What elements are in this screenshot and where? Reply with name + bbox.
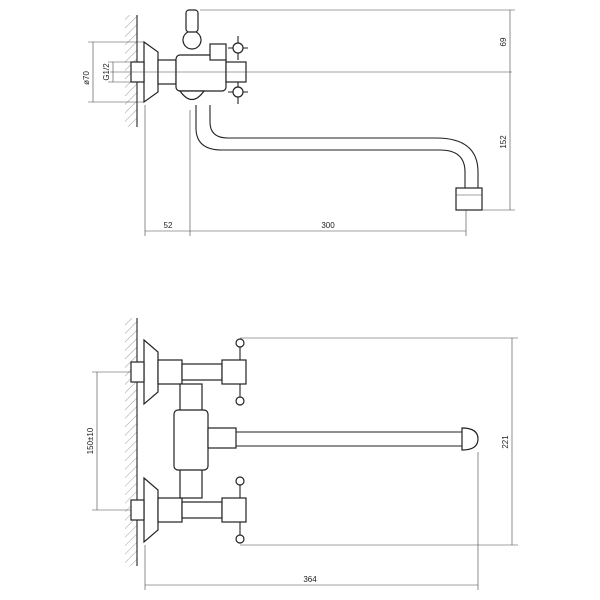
wall-flange-upper [143, 338, 159, 406]
aerator-top [455, 187, 483, 211]
spout-top [195, 105, 466, 188]
bottom-view: 150±10 221 364 [86, 318, 518, 590]
spout-bottom [236, 427, 479, 451]
dim-thread: G1/2 [102, 63, 111, 81]
cross-handle-lower [221, 476, 247, 544]
dim-spout-drop: 152 [499, 135, 508, 149]
cross-handle-upper [221, 338, 247, 406]
dim-total-length: 364 [303, 575, 317, 584]
top-view: ø70 G1/2 69 152 52 300 [82, 9, 515, 236]
dimension-lines-bottom [92, 337, 518, 590]
dim-wall-offset: 52 [164, 221, 173, 230]
dim-diameter: ø70 [82, 71, 91, 85]
dimension-lines-top [88, 9, 515, 236]
dim-centers: 150±10 [86, 427, 95, 454]
wall-flange-lower [143, 476, 159, 544]
cross-handle-top-upper [228, 36, 248, 60]
dim-spout-length: 300 [321, 221, 335, 230]
cross-handle-top-lower [228, 82, 248, 104]
wall-hatch-bottom [125, 318, 137, 566]
dim-height: 221 [501, 435, 510, 449]
dim-height-upper: 69 [499, 37, 508, 46]
